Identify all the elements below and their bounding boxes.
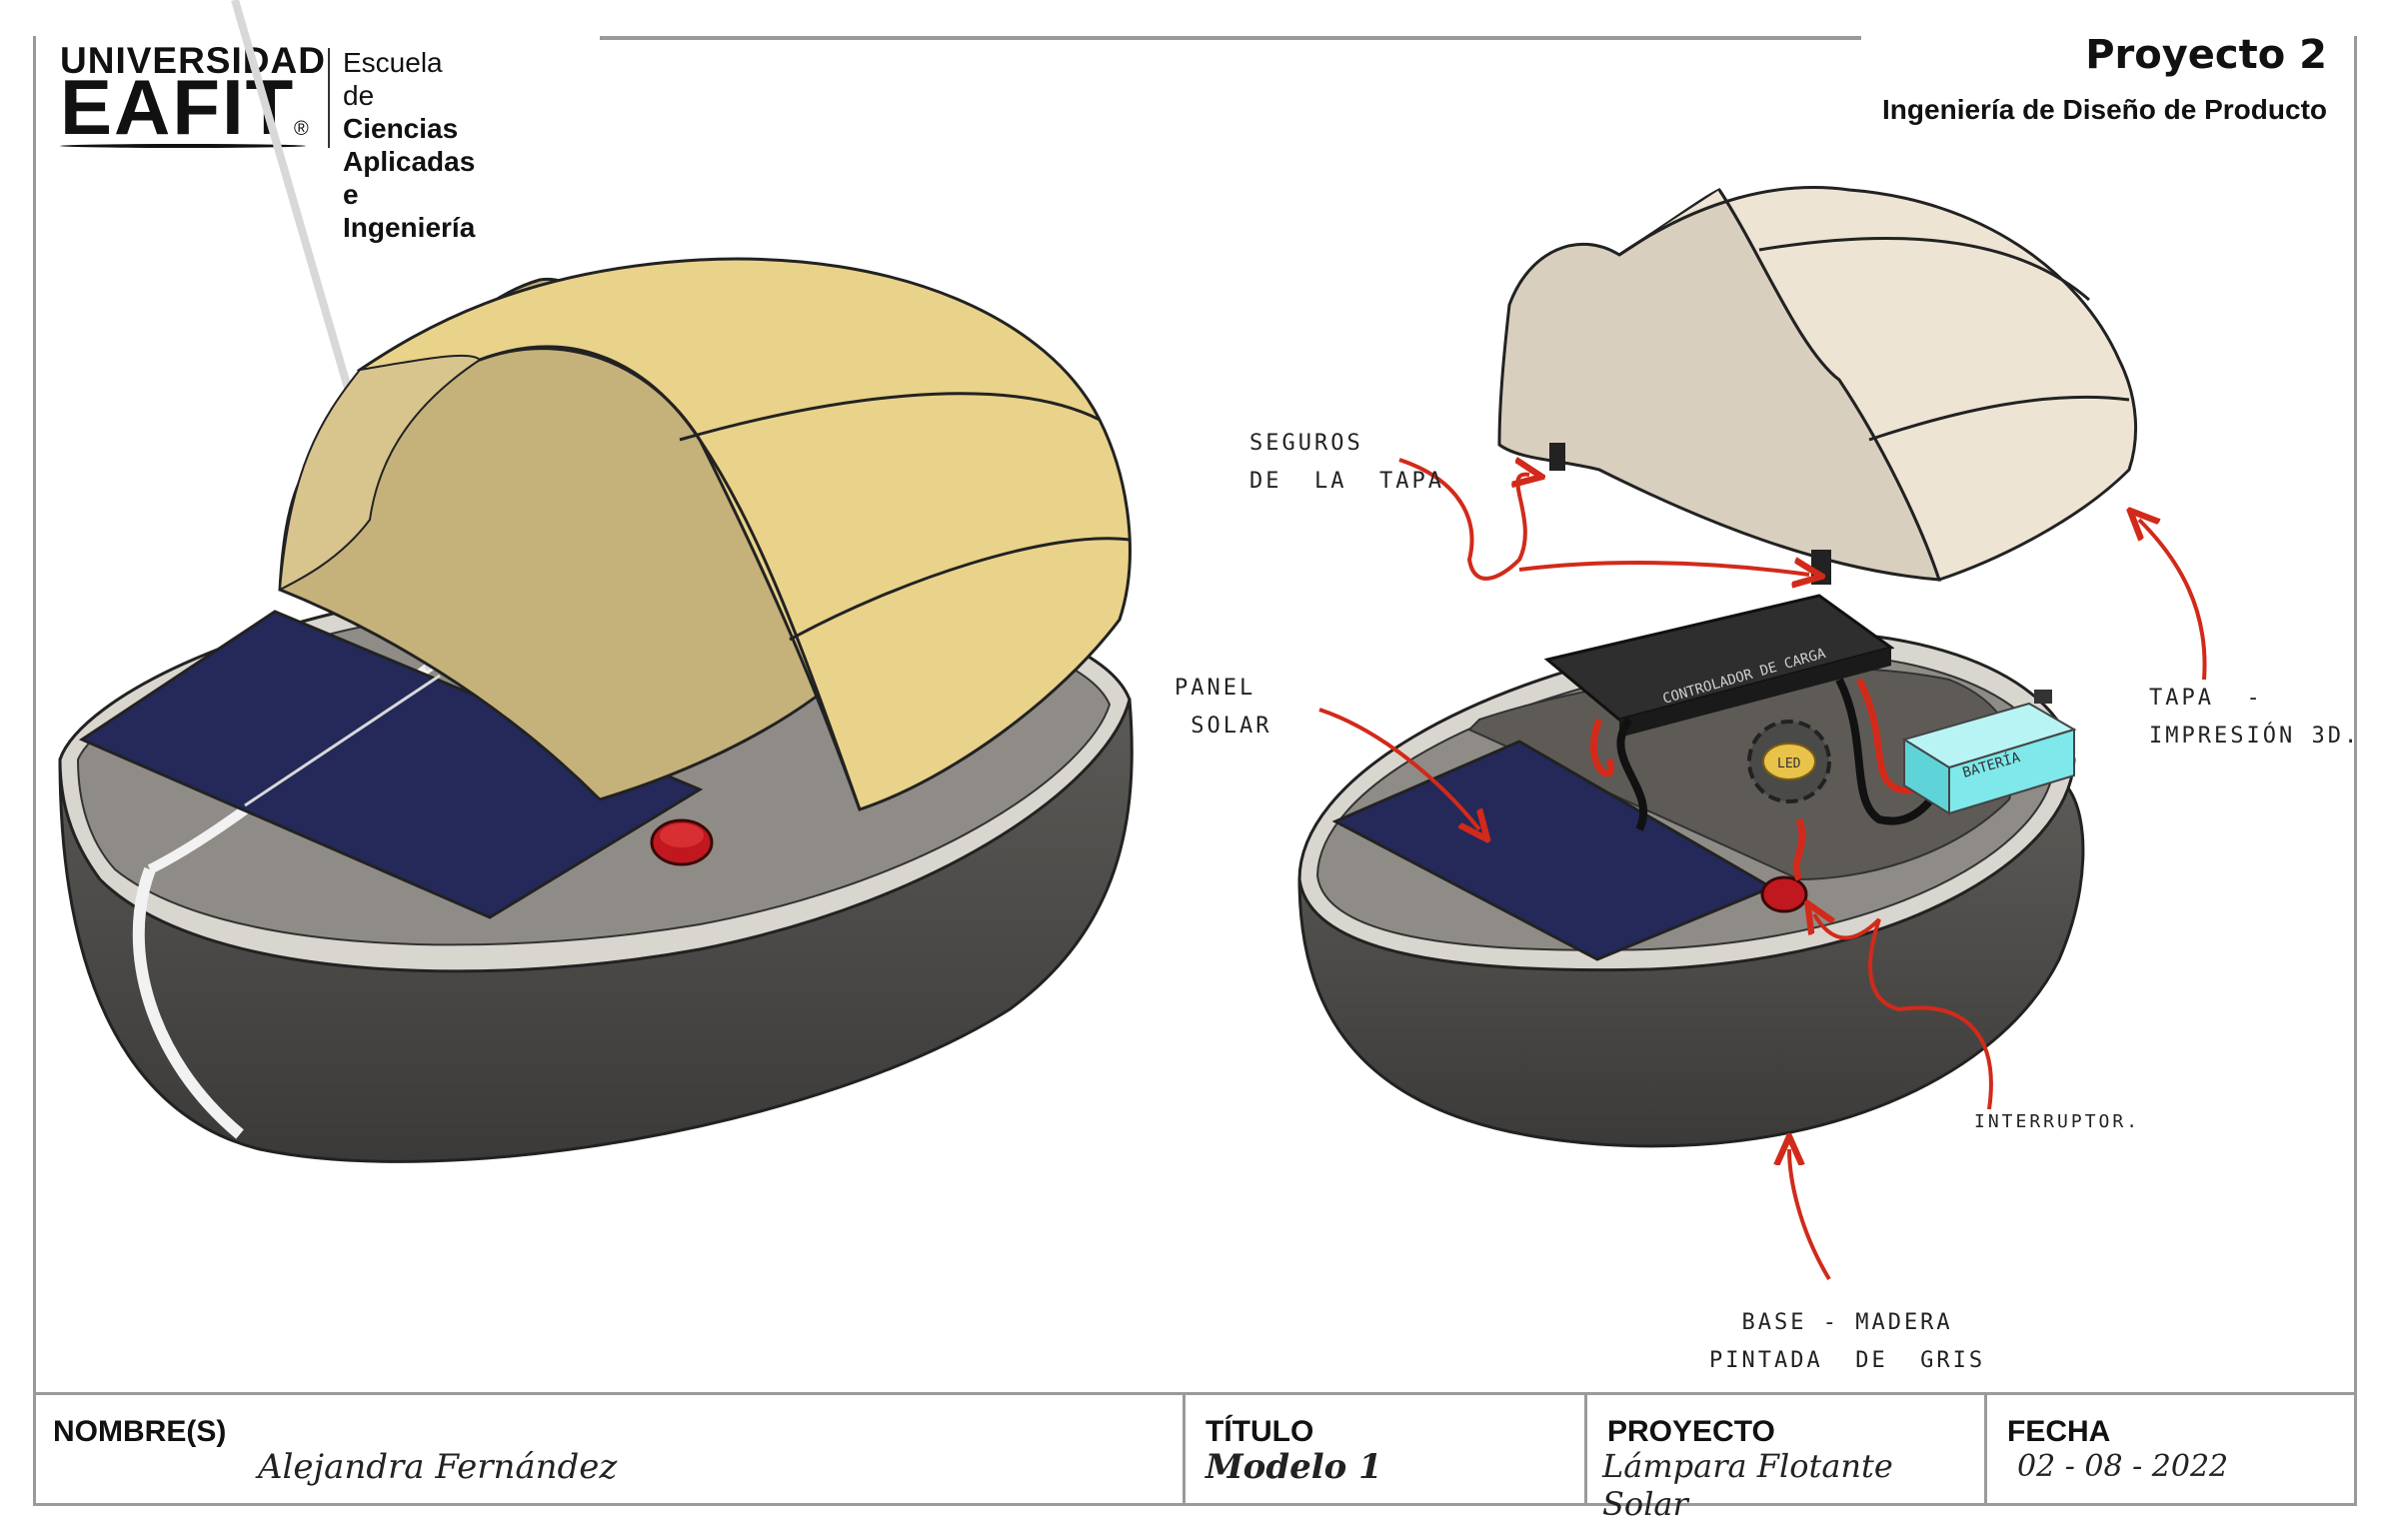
assembled-lamp bbox=[58, 0, 1134, 1163]
proyecto-value: Lámpara Flotante Solar bbox=[1602, 1447, 1893, 1523]
project-title: Proyecto 2 bbox=[2085, 32, 2327, 78]
assembled-lid-seam-1 bbox=[679, 392, 1101, 442]
project-subtitle: Ingeniería de Diseño de Producto bbox=[1882, 94, 2327, 125]
fecha-label: FECHA bbox=[2007, 1415, 2111, 1448]
exploded-lid-seam-2 bbox=[1868, 395, 2130, 442]
frame-left-line bbox=[33, 36, 36, 1503]
fecha-value: 02 - 08 - 2022 bbox=[2017, 1449, 2229, 1484]
title-block-nombre: NOMBRE(S) Alejandra Fernández bbox=[33, 1395, 1183, 1503]
proyecto-label: PROYECTO bbox=[1607, 1415, 1775, 1448]
logo-registered-mark: ® bbox=[294, 118, 309, 140]
school-line-1: Escuela de bbox=[343, 47, 443, 111]
arrow-tapa bbox=[2139, 520, 2207, 681]
led-component bbox=[1762, 743, 1816, 780]
assembled-lid-seam-2 bbox=[789, 537, 1131, 642]
lid-latch-left bbox=[1549, 443, 1565, 471]
label-tapa-impresion-3d: TAPA - IMPRESIÓN 3D. bbox=[2149, 686, 2361, 749]
label-seguros-de-la-tapa: SEGUROS DE LA TAPA bbox=[1249, 431, 1444, 494]
logo-underline bbox=[60, 144, 306, 148]
arrow-interruptor bbox=[1814, 914, 1993, 1110]
assembled-lid-ridge bbox=[479, 345, 862, 810]
arrow-seguros-right bbox=[1518, 563, 1809, 575]
titulo-value: Modelo 1 bbox=[1205, 1447, 1382, 1487]
exploded-lid-seam-1 bbox=[1758, 237, 2090, 302]
wire-red-1 bbox=[1589, 718, 1615, 777]
nombre-value: Alejandra Fernández bbox=[258, 1447, 618, 1487]
label-interruptor: INTERRUPTOR. bbox=[1974, 1111, 2141, 1132]
exploded-switch-button bbox=[1760, 875, 1808, 913]
logo-university-text: UNIVERSIDAD bbox=[60, 40, 326, 81]
assembled-lid-left bbox=[278, 354, 482, 592]
title-block-titulo: TÍTULO Modelo 1 bbox=[1183, 1395, 1584, 1503]
label-panel-solar: PANEL SOLAR bbox=[1175, 676, 1272, 739]
led-label: LED bbox=[1777, 757, 1801, 771]
assembled-panel-divider-b bbox=[244, 674, 441, 807]
arrow-panel bbox=[1318, 708, 1479, 829]
exploded-lid-top bbox=[1618, 186, 2137, 582]
titulo-label: TÍTULO bbox=[1205, 1415, 1314, 1448]
wire-red-3 bbox=[1792, 817, 1806, 881]
school-line-3: e Ingeniería bbox=[343, 179, 476, 243]
wire-black-1 bbox=[1616, 717, 1648, 831]
arrow-seguros-left bbox=[1398, 460, 1529, 581]
assembled-solar-panel bbox=[78, 610, 704, 919]
school-line-2: Ciencias Aplicadas bbox=[343, 113, 476, 177]
title-block-proyecto: PROYECTO Lámpara Flotante Solar bbox=[1584, 1395, 1984, 1523]
title-block-fecha: FECHA 02 - 08 - 2022 bbox=[1984, 1395, 2351, 1503]
label-base-madera: BASE - MADERA PINTADA DE GRIS bbox=[1709, 1310, 1986, 1373]
assembled-white-stripe bbox=[132, 866, 244, 1139]
nombre-label: NOMBRE(S) bbox=[53, 1415, 227, 1448]
assembled-lid-top bbox=[356, 257, 1132, 811]
school-name: Escuela de Ciencias Aplicadas e Ingenier… bbox=[343, 46, 475, 244]
exploded-lamp: CONTROLADOR DE CARGA LED BATERÍA bbox=[1297, 186, 2207, 1281]
logo-separator bbox=[328, 48, 330, 148]
frame-top-line bbox=[600, 36, 1861, 40]
frame-right-line bbox=[2354, 36, 2357, 1503]
lid-latch-right bbox=[1811, 550, 1831, 585]
arrow-base bbox=[1789, 1149, 1831, 1281]
title-block: NOMBRE(S) Alejandra Fernández TÍTULO Mod… bbox=[33, 1392, 2357, 1523]
